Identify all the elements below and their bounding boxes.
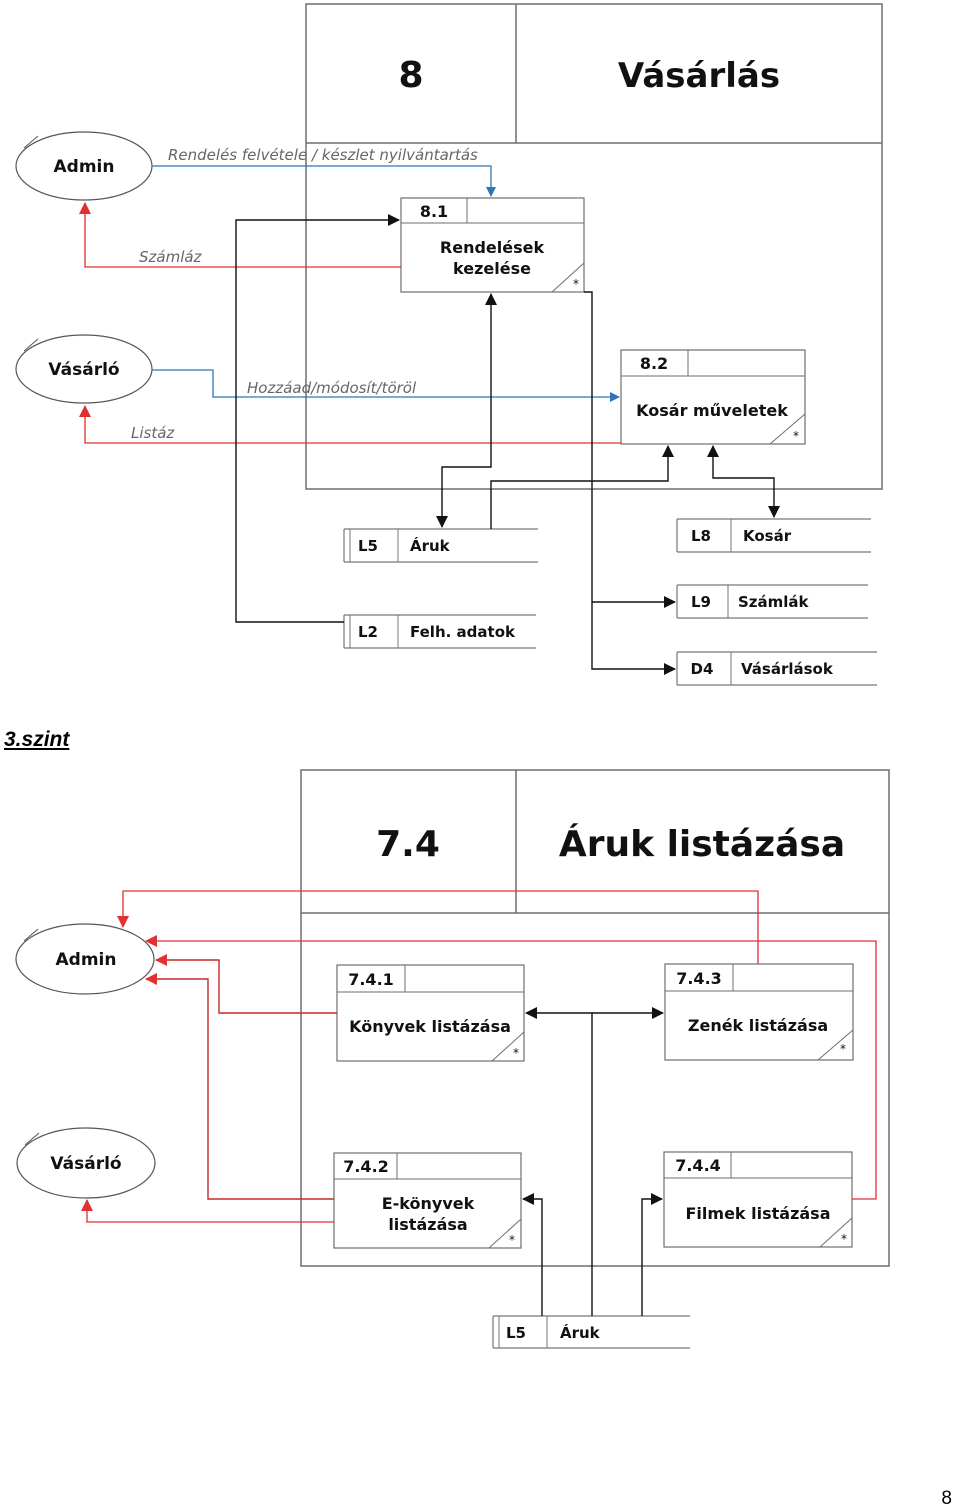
process-title: Áruk listázása (559, 823, 845, 865)
store-l5: L5 Áruk (343, 528, 538, 563)
process-number: 7.4 (376, 824, 440, 865)
flow-konyvek-admin (155, 954, 337, 1014)
process-title: Vásárlás (618, 56, 780, 96)
process-marker: * (573, 277, 579, 291)
process-7-4-2: 7.4.2 E-könyvek listázása * (333, 1152, 522, 1249)
store-d4: D4 Vásárlások (676, 651, 877, 686)
store-name: Számlák (738, 593, 810, 611)
flow-szamlaz (79, 202, 401, 268)
flow-label: Hozzáad/módosít/töröl (247, 379, 417, 397)
diagram-8: 8 Vásárlás Admin Vásárló 8.1 Rendelések … (15, 3, 883, 686)
entity-label: Vásárló (50, 1154, 121, 1174)
flow-hozzaad (152, 369, 620, 402)
flow-ekonyvek-admin (145, 973, 334, 1200)
flow-aruk-ekonyvek (522, 1193, 543, 1316)
store-id: L9 (691, 593, 711, 611)
store-l2: L2 Felh. adatok (343, 614, 536, 649)
entity-admin: Admin (15, 131, 153, 201)
process-marker: * (513, 1046, 519, 1060)
process-marker: * (840, 1042, 846, 1056)
process-name: E-könyvek (382, 1194, 475, 1213)
flow-rendeles (152, 165, 496, 197)
store-l9: L9 Számlák (676, 584, 868, 619)
process-7-4-1: 7.4.1 Könyvek listázása * (336, 964, 525, 1062)
flow-felh-adatok (235, 214, 400, 623)
flow-aruk-filmek (641, 1193, 663, 1316)
flow-zenek-admin (117, 890, 759, 964)
entity-label: Admin (54, 157, 115, 177)
process-id: 8.1 (420, 202, 448, 221)
process-7-4-3: 7.4.3 Zenék listázása * (664, 963, 854, 1061)
process-name: kezelése (453, 259, 531, 278)
process-id: 7.4.1 (348, 970, 394, 989)
process-name: Zenék listázása (688, 1016, 828, 1035)
entity-vasarlo: Vásárló (15, 334, 153, 404)
flow-label: Listáz (131, 424, 175, 442)
flow-aruk-8-2 (490, 445, 674, 529)
process-id: 8.2 (640, 354, 668, 373)
store-name: Vásárlások (741, 660, 834, 678)
process-frame (305, 3, 883, 490)
store-id: L5 (358, 537, 378, 555)
flow-vasarlasok (584, 291, 676, 675)
store-id: L5 (506, 1324, 526, 1342)
process-8-1: 8.1 Rendelések kezelése * (400, 197, 585, 293)
store-name: Áruk (410, 536, 451, 555)
flow-filmek-admin (145, 935, 877, 1200)
diagram-7-4: 7.4 Áruk listázása Admin Vásárló 7.4.1 K… (15, 769, 890, 1349)
process-8-2: 8.2 Kosár műveletek * (620, 349, 806, 445)
store-l5-2: L5 Áruk (492, 1315, 690, 1349)
process-name: Filmek listázása (686, 1204, 831, 1223)
flow-label: Rendelés felvétele / készlet nyilvántart… (168, 146, 478, 164)
process-7-4-4: 7.4.4 Filmek listázása * (663, 1151, 853, 1248)
process-id: 7.4.4 (675, 1156, 721, 1175)
store-id: L8 (691, 527, 711, 545)
process-name: Kosár műveletek (636, 401, 788, 420)
entity-label: Vásárló (48, 360, 119, 380)
store-name: Áruk (560, 1323, 601, 1342)
entity-label: Admin (56, 950, 117, 970)
flow-aruk-8-1 (436, 293, 497, 528)
store-name: Kosár (743, 527, 792, 545)
store-id: L2 (358, 623, 378, 641)
process-name: Rendelések (440, 238, 545, 257)
process-id: 7.4.3 (676, 969, 722, 988)
entity-vasarlo-2: Vásárló (16, 1127, 156, 1199)
process-name: listázása (388, 1215, 467, 1234)
process-frame (300, 769, 890, 1267)
process-number: 8 (398, 55, 423, 96)
flow-label: Számláz (139, 248, 203, 266)
flow-kosar (707, 445, 780, 518)
process-name: Könyvek listázása (349, 1017, 511, 1036)
store-id: D4 (691, 660, 714, 678)
flow-ekonyvek-vasarlo (81, 1199, 334, 1223)
process-marker: * (793, 429, 799, 443)
process-id: 7.4.2 (343, 1157, 389, 1176)
section-heading: 3.szint (4, 728, 70, 751)
entity-admin-2: Admin (15, 923, 155, 995)
flow-aruk-konyvek (525, 1007, 593, 1316)
page-number: 8 (941, 1488, 952, 1509)
process-marker: * (509, 1233, 515, 1247)
process-marker: * (841, 1232, 847, 1246)
store-l8: L8 Kosár (676, 518, 871, 553)
store-name: Felh. adatok (410, 623, 516, 641)
